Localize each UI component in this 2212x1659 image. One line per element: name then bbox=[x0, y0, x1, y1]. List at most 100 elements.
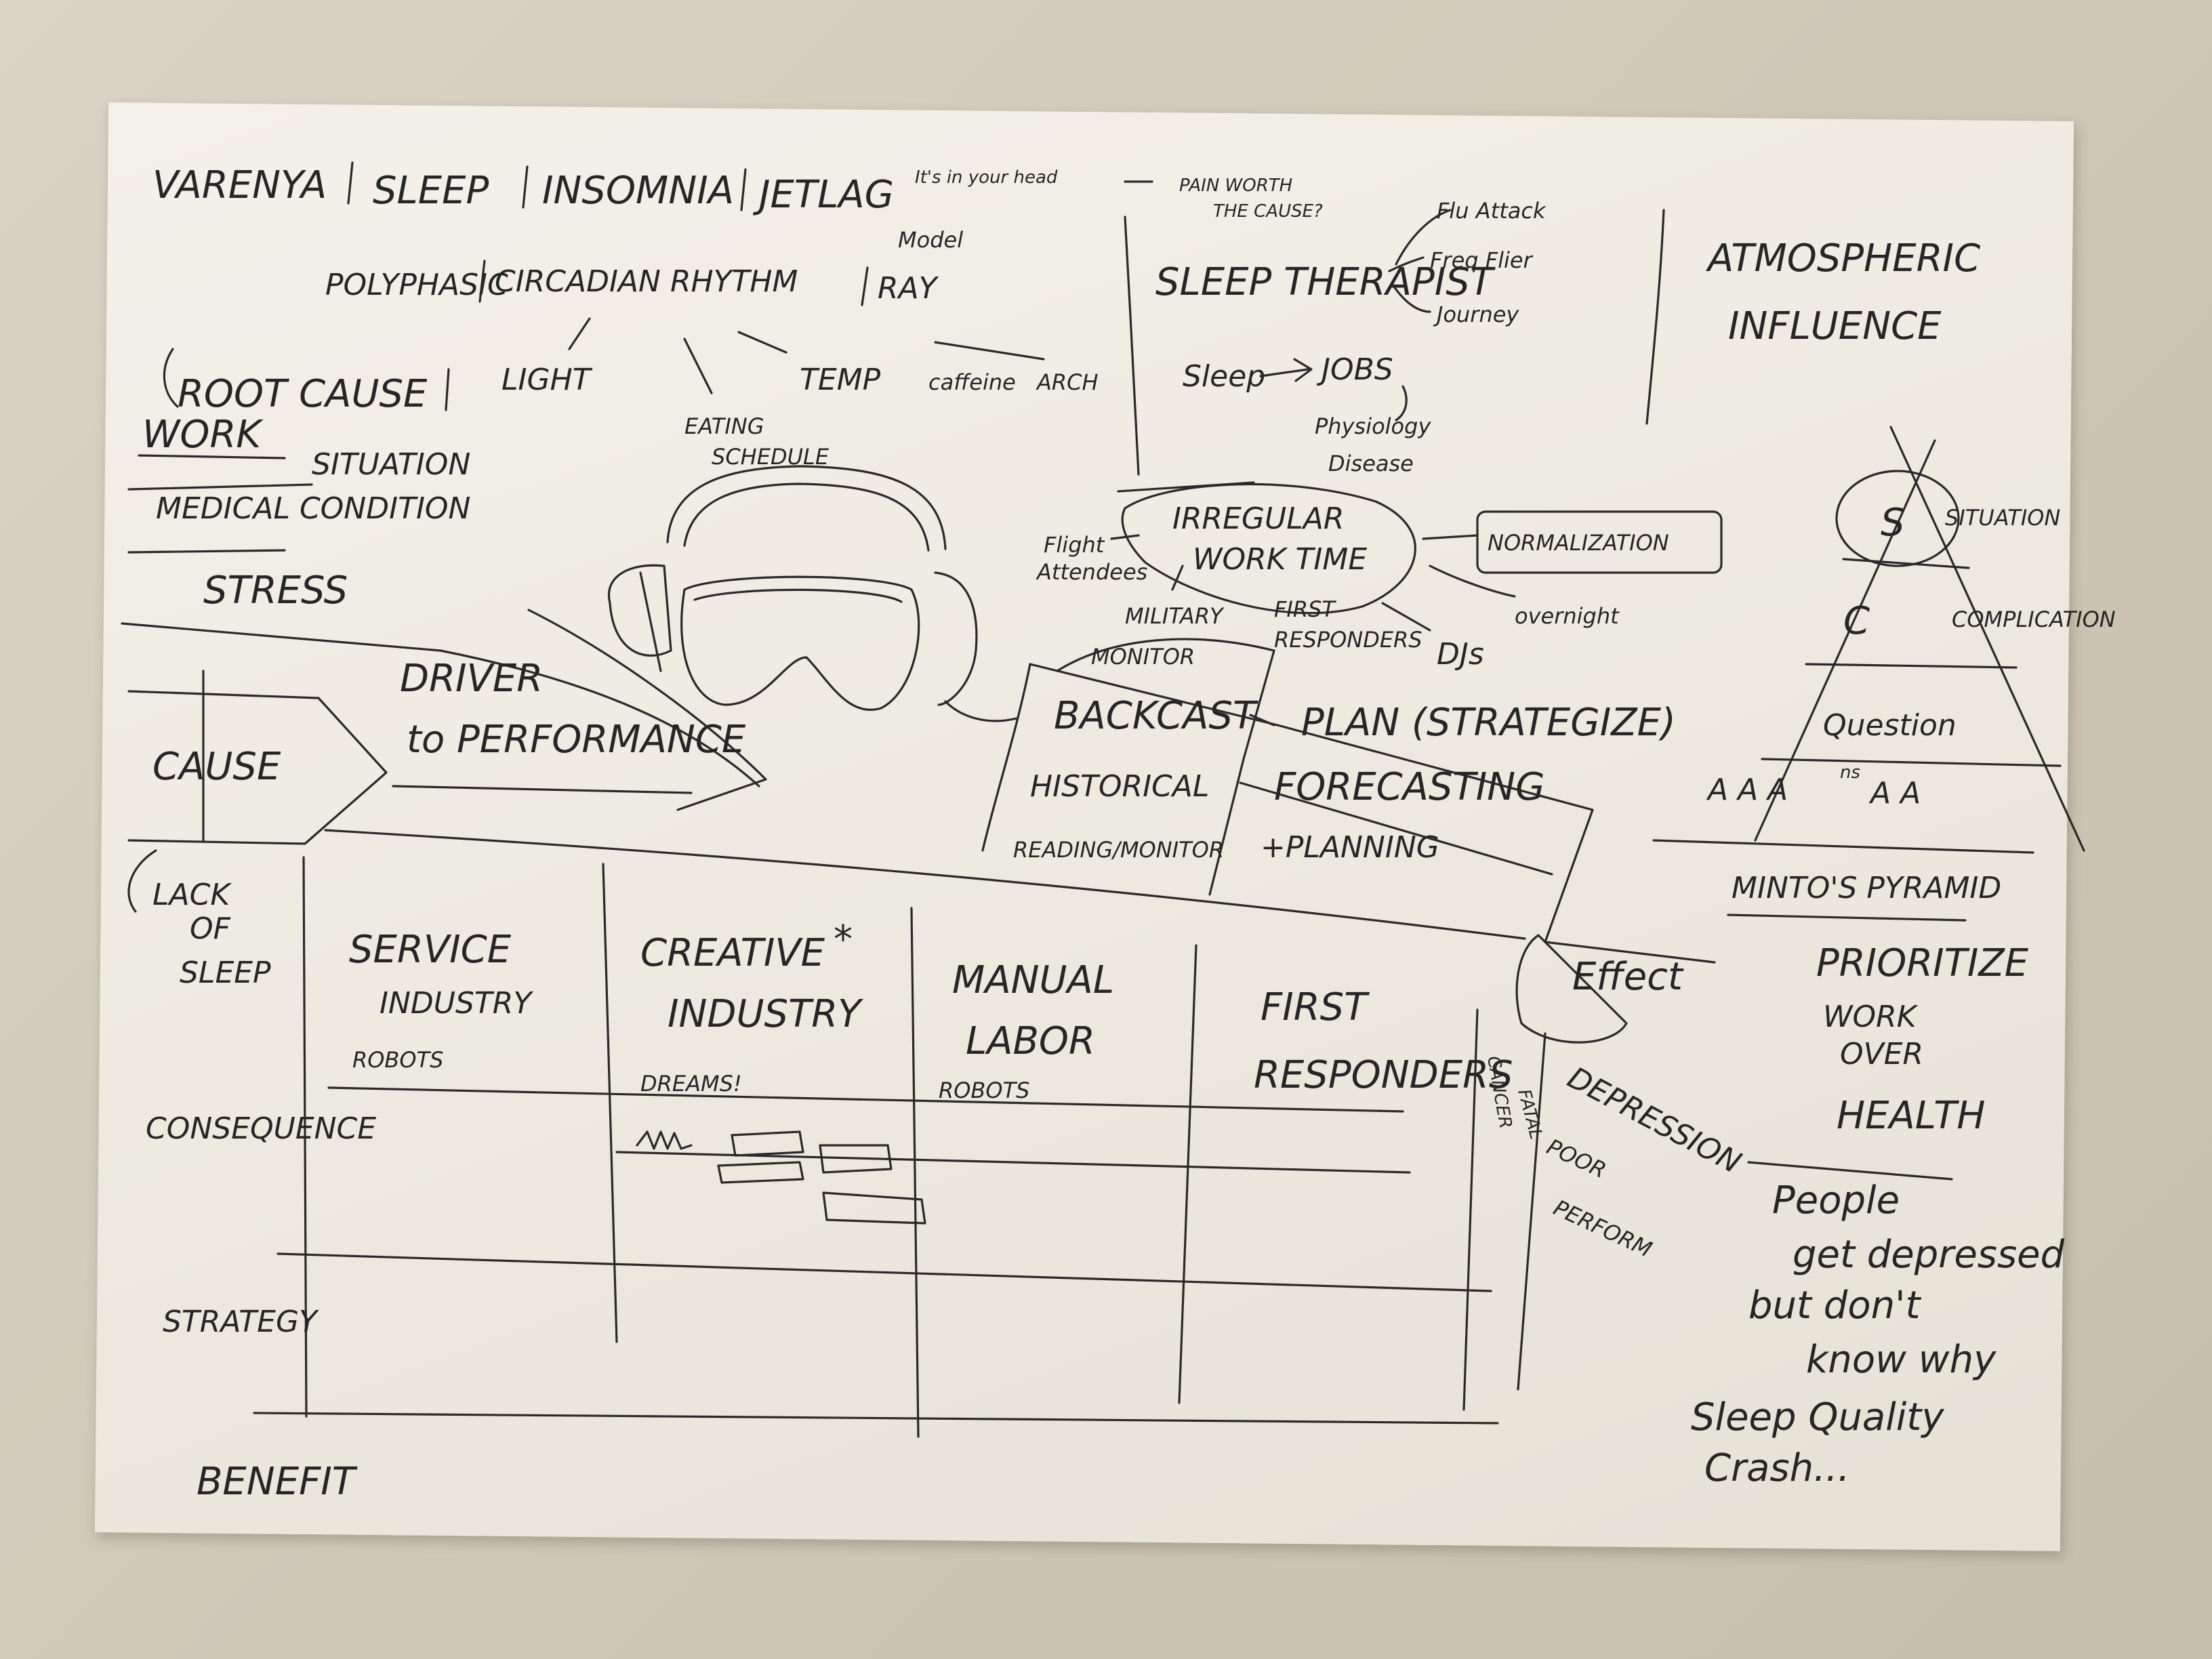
title-divider-1 bbox=[347, 161, 354, 205]
connector-normalization bbox=[1422, 534, 1479, 540]
header-separator-right bbox=[1645, 209, 1665, 425]
effect-top-line bbox=[1544, 941, 1716, 964]
connector-freq bbox=[1388, 256, 1425, 272]
label-flight: Flight bbox=[1044, 532, 1105, 558]
trigger-eating: EATING bbox=[684, 413, 764, 439]
title-varenya: VARENYA bbox=[152, 163, 327, 207]
pyramid-left-edge bbox=[1754, 439, 1936, 842]
label-effect: Effect bbox=[1572, 955, 1684, 999]
note-circadian: CIRCADIAN RHYTHM bbox=[495, 264, 798, 299]
pyramid-s: S bbox=[1881, 501, 1905, 545]
divider-4 bbox=[478, 260, 486, 303]
underline-work bbox=[138, 454, 286, 459]
note-prioritize: PRIORITIZE bbox=[1816, 941, 2029, 985]
title-divider-2 bbox=[522, 165, 529, 209]
connector-journey bbox=[1391, 283, 1431, 313]
driver-line-bottom bbox=[392, 785, 693, 794]
label-responders: RESPONDERS bbox=[1274, 627, 1422, 653]
bubble-top-stroke bbox=[1117, 481, 1255, 493]
title-insomnia: INSOMNIA bbox=[542, 169, 734, 213]
label-normalization: NORMALIZATION bbox=[1488, 530, 1669, 556]
label-driver: DRIVER bbox=[400, 657, 543, 701]
label-medical: MEDICAL CONDITION bbox=[156, 491, 470, 526]
earcup-left-edge bbox=[639, 571, 662, 672]
label-reading-monitor: READING/MONITOR bbox=[1013, 837, 1224, 863]
scribble-zigzag bbox=[636, 1130, 693, 1150]
note-sleep-quality: Sleep Quality bbox=[1691, 1395, 1944, 1439]
underline-health bbox=[1747, 1161, 1953, 1181]
pyramid-tier-2 bbox=[1805, 663, 2018, 669]
trigger-light: LIGHT bbox=[501, 363, 593, 397]
grid-col-2 bbox=[910, 907, 920, 1438]
pyramid-ns: ns bbox=[1840, 762, 1860, 783]
driver-line-top bbox=[121, 622, 760, 787]
grid-star: * bbox=[834, 918, 853, 962]
label-situation: SITUATION bbox=[312, 447, 470, 482]
connector-light bbox=[568, 317, 591, 350]
irregular-bubble bbox=[1121, 483, 1416, 615]
label-root-cause: ROOT CAUSE bbox=[178, 372, 428, 416]
trigger-temp: TEMP bbox=[800, 363, 881, 397]
trigger-notes: LIGHT TEMP caffeine ARCH EATING SCHEDULE bbox=[501, 317, 1099, 470]
pyramid-question: Question bbox=[1823, 708, 1957, 743]
grid-robots-2: ROBOTS bbox=[939, 1078, 1029, 1103]
box-left-edge bbox=[981, 663, 1031, 852]
pyramid-situation-circle bbox=[1835, 470, 1960, 567]
connector-eating bbox=[683, 337, 713, 394]
grid-col-3 bbox=[1178, 944, 1197, 1404]
grid-responders: RESPONDERS bbox=[1254, 1053, 1513, 1097]
box-right-edge bbox=[1544, 808, 1594, 943]
headband-outer bbox=[666, 465, 947, 550]
divider-5 bbox=[861, 266, 869, 306]
note-ray: RAY bbox=[878, 271, 939, 306]
driver-cause-effect: DRIVER to PERFORMANCE CAUSE LACK OF SLEE… bbox=[121, 609, 1716, 1044]
label-djs: DJs bbox=[1437, 637, 1484, 672]
grid-dreams: DREAMS! bbox=[640, 1071, 742, 1097]
grid-col-5 bbox=[1517, 1032, 1547, 1391]
divider-6 bbox=[445, 368, 450, 411]
connector-military bbox=[1171, 565, 1184, 591]
label-lack: LACK bbox=[152, 878, 232, 912]
earcup-right bbox=[934, 571, 978, 706]
effect-arrow bbox=[1515, 934, 1628, 1044]
label-stress: STRESS bbox=[203, 569, 348, 613]
grid-col-0 bbox=[302, 856, 308, 1418]
grid-service: SERVICE bbox=[349, 928, 512, 972]
connector-djs bbox=[1381, 602, 1431, 632]
grid-robots-1: ROBOTS bbox=[352, 1047, 443, 1073]
grid-manual: MANUAL bbox=[952, 958, 1114, 1002]
label-of: OF bbox=[190, 912, 231, 946]
label-first: FIRST bbox=[1274, 596, 1336, 622]
trigger-schedule: SCHEDULE bbox=[712, 444, 830, 470]
open-bracket bbox=[163, 348, 179, 408]
underline-medical bbox=[127, 483, 313, 491]
lack-bracket bbox=[127, 849, 157, 913]
box-join bbox=[1249, 714, 1275, 726]
connector-overnight bbox=[1429, 565, 1516, 598]
grid-creative: CREATIVE bbox=[640, 931, 825, 975]
scribble-box-2 bbox=[717, 1161, 804, 1184]
trigger-arch: ARCH bbox=[1036, 369, 1099, 395]
irregular-work-time-cluster: IRREGULAR WORK TIME Flight Attendees NOR… bbox=[1036, 481, 1723, 672]
label-backcast: BACKCAST bbox=[1054, 694, 1258, 738]
label-sleep-small: Sleep bbox=[1183, 359, 1265, 394]
note-know-why: know why bbox=[1806, 1338, 1996, 1382]
atmospheric-notes: ATMOSPHERIC INFLUENCE bbox=[1706, 237, 1980, 348]
grid-top-line bbox=[324, 829, 1526, 940]
connector-flight bbox=[1110, 534, 1140, 540]
pyramid-complication: COMPLICATION bbox=[1952, 607, 2116, 632]
pyramid-title: MINTO'S PYRAMID bbox=[1732, 871, 2001, 905]
grid-perform: PERFORM bbox=[1550, 1195, 1656, 1263]
label-forecasting: FORECASTING bbox=[1274, 765, 1545, 809]
trigger-caffeine: caffeine bbox=[928, 369, 1016, 395]
connector-temp bbox=[737, 331, 787, 354]
label-irregular: IRREGULAR bbox=[1172, 501, 1344, 536]
cable bbox=[944, 700, 1018, 722]
label-monitor: MONITOR bbox=[1091, 644, 1195, 670]
note-but-dont: but don't bbox=[1748, 1284, 1921, 1328]
title-jetlag: JETLAG bbox=[752, 173, 894, 217]
grid-poor: POOR bbox=[1543, 1134, 1610, 1183]
label-physiology: Physiology bbox=[1315, 413, 1431, 439]
headset-goggles-drawing bbox=[607, 465, 1018, 722]
